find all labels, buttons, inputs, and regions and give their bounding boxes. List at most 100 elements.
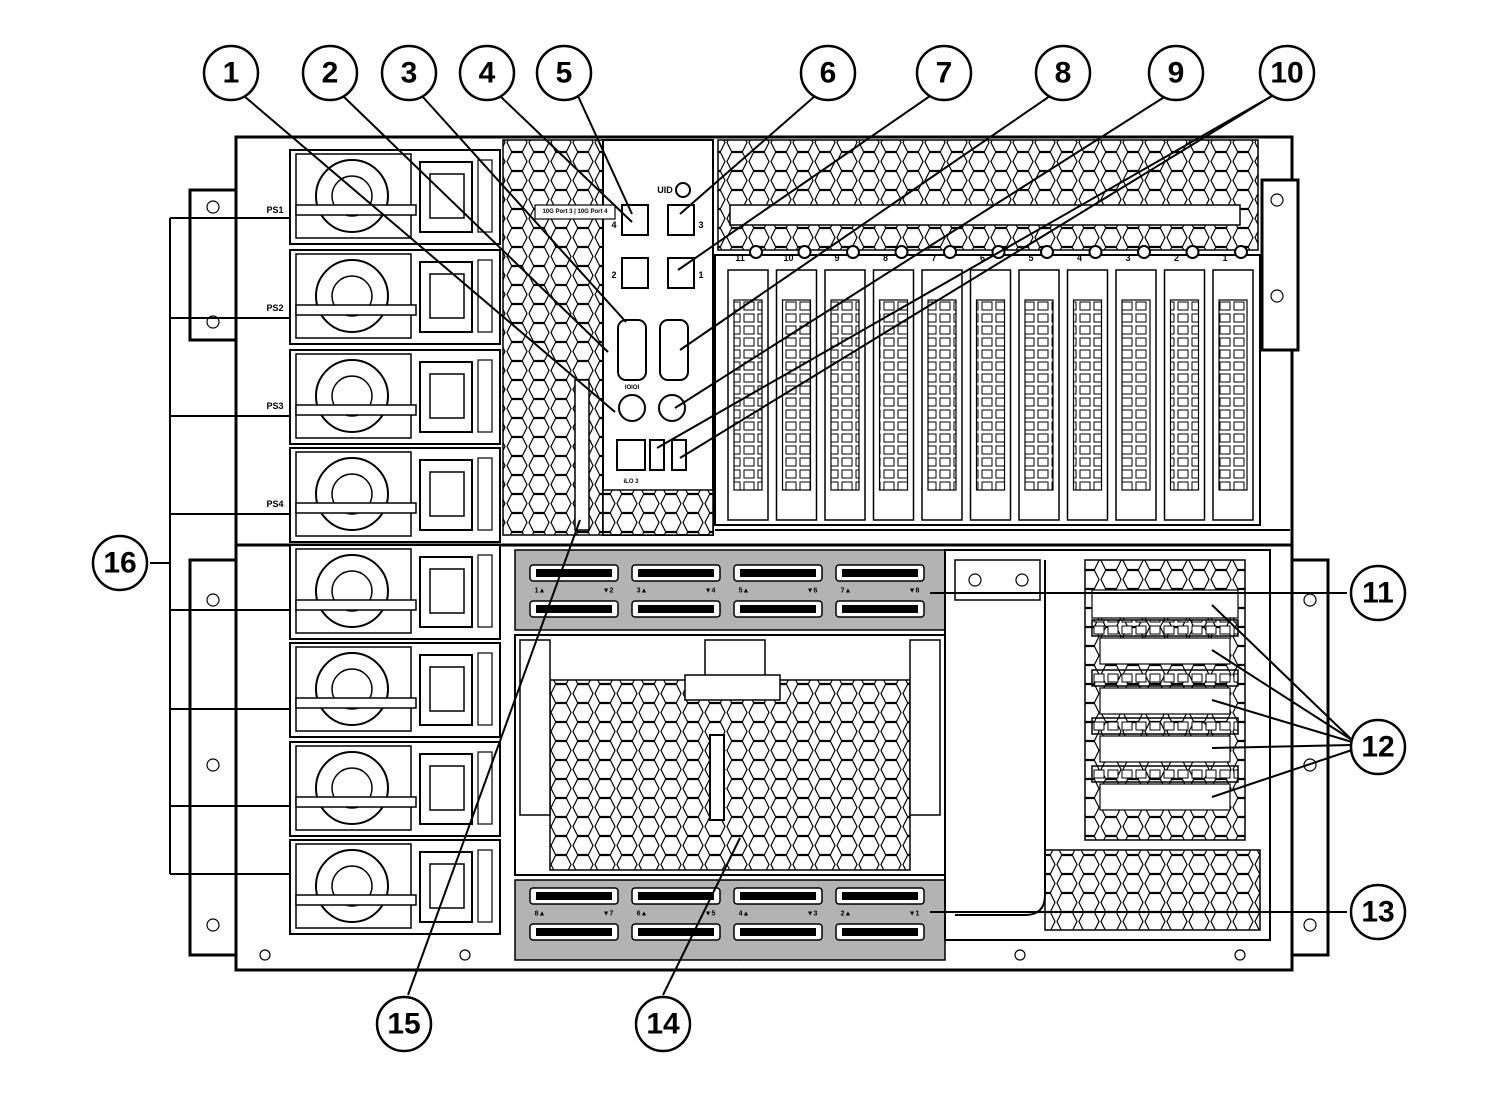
pci-slot-number: 9 <box>834 253 839 263</box>
processor-cartridge <box>514 634 946 876</box>
pci-slot-number: 5 <box>1028 253 1033 263</box>
nic-port-4[interactable] <box>621 204 649 236</box>
power-supply-handle[interactable] <box>295 502 417 514</box>
serial-port[interactable] <box>617 319 647 381</box>
riser-card[interactable] <box>1099 637 1231 665</box>
pci-slot-cover[interactable] <box>927 299 957 491</box>
ps1-label: PS1 <box>266 205 283 215</box>
nic-port-4-number: 4 <box>611 220 616 230</box>
pci-slot-cover[interactable] <box>878 299 909 491</box>
power-supply-handle[interactable] <box>295 404 417 416</box>
power-supply-handle[interactable] <box>295 599 417 611</box>
memory-slot-label: ▼4 <box>705 588 716 595</box>
callout-1-number: 1 <box>223 57 240 90</box>
riser-card[interactable] <box>1099 735 1231 763</box>
pci-slot: 7 <box>921 245 963 521</box>
callout-3-number: 3 <box>401 57 418 90</box>
pci-slot-cover[interactable] <box>830 299 860 491</box>
power-inlet-socket <box>429 568 465 614</box>
memory-slot-label: 4▲ <box>739 911 750 918</box>
power-supply-bay <box>289 544 501 640</box>
callout-16: 16 <box>91 534 149 592</box>
memory-slot-label: ▼6 <box>807 588 818 595</box>
memory-slot-label: 1▲ <box>535 588 546 595</box>
pci-slot-number: 4 <box>1077 253 1082 263</box>
pci-slot-cover[interactable] <box>781 299 812 491</box>
mouse-port[interactable] <box>618 394 646 422</box>
pci-slot-number: 6 <box>980 253 985 263</box>
pci-slot: 9 <box>824 245 866 521</box>
callout-14-number: 14 <box>646 1008 680 1041</box>
power-supply-handle[interactable] <box>295 204 417 216</box>
power-supply-handle[interactable] <box>295 697 417 709</box>
ps2-label: PS2 <box>266 303 283 313</box>
power-supply-handle[interactable] <box>295 894 417 906</box>
pci-slot-cover[interactable] <box>1218 299 1248 491</box>
ilo-port[interactable] <box>616 439 646 471</box>
slot-screw-icon <box>797 245 812 259</box>
pci-slot: 5 <box>1018 245 1060 521</box>
pci-slot-number: 8 <box>883 253 888 263</box>
pci-slot-cover[interactable] <box>975 299 1006 491</box>
callout-12-number: 12 <box>1361 731 1394 764</box>
riser-card[interactable] <box>1099 783 1231 811</box>
riser-card[interactable] <box>1091 589 1239 619</box>
pci-slot-cover[interactable] <box>1072 299 1103 491</box>
memory-slot-contact <box>536 928 612 936</box>
pci-slot-number: 3 <box>1125 253 1130 263</box>
power-supply-latch[interactable] <box>477 751 493 825</box>
callout-10-number: 10 <box>1270 57 1303 90</box>
left-vent-area <box>502 139 604 536</box>
ps3-label: PS3 <box>266 401 283 411</box>
power-supply-handle[interactable] <box>295 796 417 808</box>
pci-slot-cover[interactable] <box>1121 299 1151 491</box>
pci-slot: 8 <box>872 245 915 521</box>
power-supply-latch[interactable] <box>477 457 493 531</box>
power-supply-handle[interactable] <box>295 304 417 316</box>
slot-screw-icon <box>1234 245 1248 259</box>
memory-slot-label: ▼5 <box>705 911 716 918</box>
callout-11: 11 <box>1349 564 1407 622</box>
nic-port-2[interactable] <box>621 257 649 289</box>
power-supply-bay <box>289 149 501 245</box>
power-inlet-socket <box>429 373 465 419</box>
callout-6-number: 6 <box>820 57 837 90</box>
memory-slot-contact <box>740 605 816 613</box>
power-supply-latch[interactable] <box>477 554 493 628</box>
video-port[interactable] <box>659 319 689 381</box>
memory-slot-contact <box>740 569 816 577</box>
pci-slot-cover[interactable] <box>1024 299 1054 491</box>
memory-slot-contact <box>740 892 816 900</box>
pci-slot-cover[interactable] <box>1169 299 1200 491</box>
memory-slot-contact <box>638 569 714 577</box>
slot-screw-icon <box>1137 245 1151 259</box>
memory-slot-label: ▼8 <box>909 588 920 595</box>
power-supply-bay <box>289 249 501 345</box>
power-inlet-socket <box>429 471 465 517</box>
keyboard-port[interactable] <box>658 394 686 422</box>
callout-6: 6 <box>799 44 857 102</box>
nic-port-1[interactable] <box>667 257 695 289</box>
memory-slot-contact <box>536 569 612 577</box>
callout-14: 14 <box>634 995 692 1053</box>
cartridge-release-latch[interactable] <box>709 734 725 821</box>
power-supply-bay <box>289 642 501 738</box>
serial-label: IOIOI <box>625 385 640 391</box>
riser-card[interactable] <box>1099 687 1231 715</box>
power-supply-latch[interactable] <box>477 652 493 726</box>
power-supply-latch[interactable] <box>477 849 493 923</box>
memory-slot-label: 7▲ <box>841 588 852 595</box>
ps4-label: PS4 <box>266 499 283 509</box>
pci-slot: 11 <box>727 245 769 521</box>
callout-4-number: 4 <box>479 57 496 90</box>
power-inlet-socket <box>429 273 465 319</box>
callout-10: 10 <box>1258 44 1316 102</box>
callout-8: 8 <box>1034 44 1092 102</box>
uid-button[interactable] <box>675 182 691 198</box>
nic-port-3[interactable] <box>667 204 695 236</box>
power-supply-latch[interactable] <box>477 359 493 433</box>
usb-port-1[interactable] <box>649 439 665 471</box>
power-inlet-socket <box>429 666 465 712</box>
slot-screw-icon <box>1088 245 1103 259</box>
